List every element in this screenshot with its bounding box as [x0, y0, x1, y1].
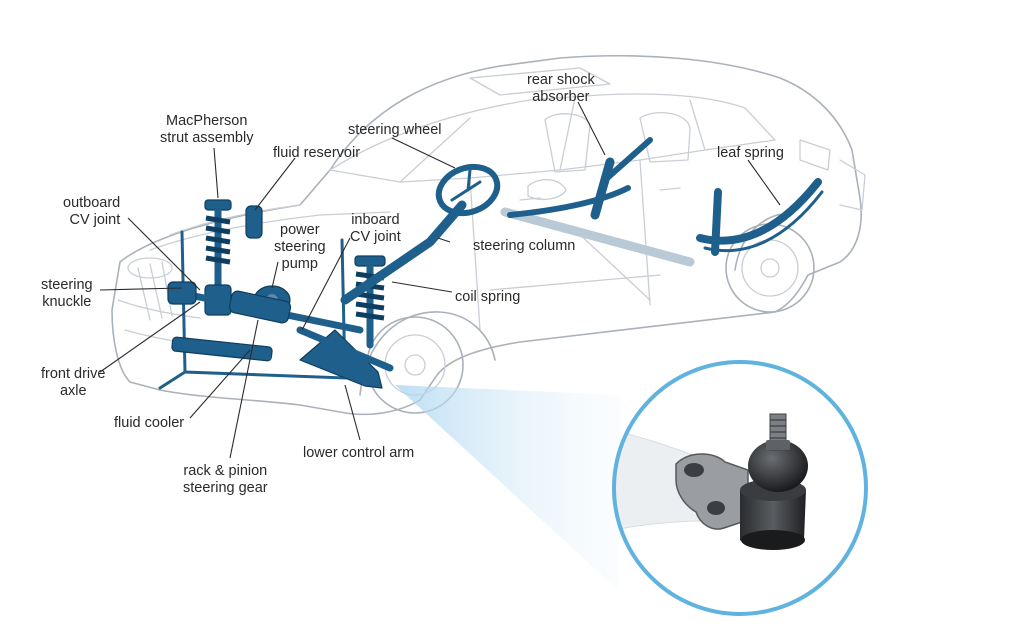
- label-leaf-spring: leaf spring: [717, 145, 784, 161]
- label-front-drive-axle: front drive axle: [41, 366, 106, 399]
- steering-column-part: [340, 200, 467, 305]
- label-fluid-reservoir: fluid reservoir: [273, 145, 361, 161]
- steering-wheel-part: [435, 163, 501, 217]
- label-lower-control-arm: lower control arm: [303, 445, 415, 461]
- leaf-spring-part: [696, 178, 824, 253]
- label-rack-pinion-steering-gear: rack & pinion steering gear: [183, 463, 268, 496]
- ball-joint-icon: [614, 413, 808, 550]
- leader-lines: [99, 101, 781, 459]
- label-macpherson-strut: MacPherson strut assembly: [160, 113, 254, 146]
- label-coil-spring: coil spring: [455, 289, 521, 305]
- lower-control-arm-part: [299, 329, 383, 389]
- label-steering-column: steering column: [473, 238, 576, 254]
- suspension-components: [158, 137, 824, 390]
- fluid-reservoir-part: [245, 205, 263, 239]
- label-power-steering-pump: power steering pump: [274, 222, 326, 272]
- label-fluid-cooler: fluid cooler: [114, 415, 185, 431]
- label-outboard-cv-joint: outboard CV joint: [63, 195, 121, 228]
- label-rear-shock-absorber: rear shock absorber: [527, 72, 595, 105]
- car-body-outline: [111, 54, 866, 416]
- rack-pinion-part: [167, 281, 364, 334]
- label-steering-knuckle: steering knuckle: [41, 277, 93, 310]
- ball-joint-callout: [395, 360, 868, 616]
- fluid-cooler-part: [171, 336, 273, 362]
- label-inboard-cv-joint: inboard CV joint: [350, 212, 401, 245]
- label-steering-wheel: steering wheel: [348, 122, 442, 138]
